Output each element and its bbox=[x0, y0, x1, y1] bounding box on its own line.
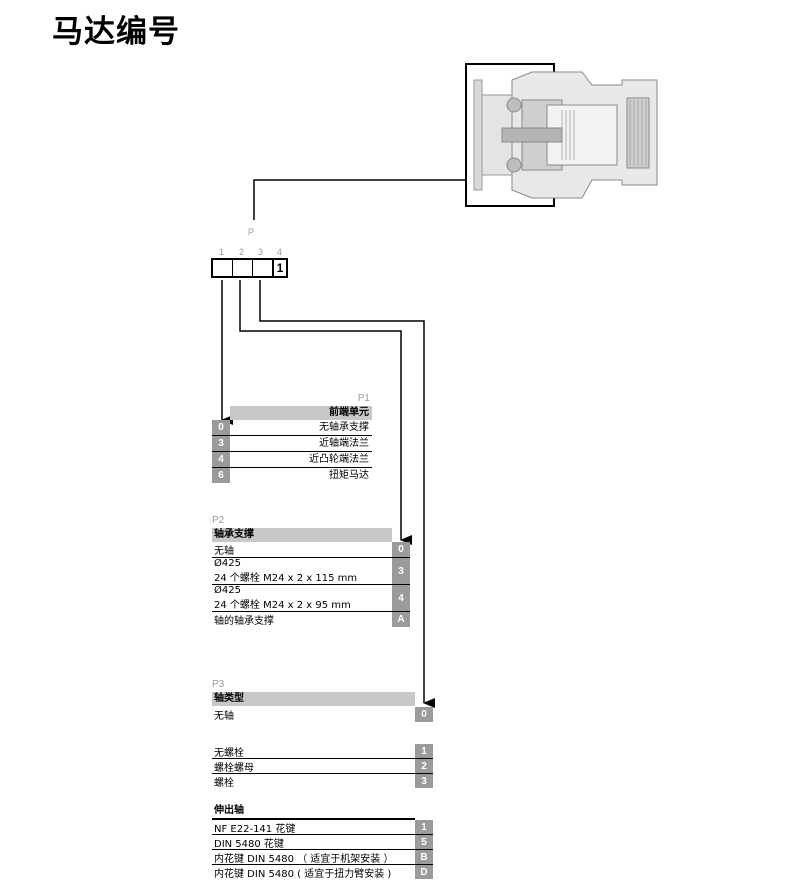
option-line: 24 个螺栓 M24 x 2 x 95 mm bbox=[214, 600, 351, 611]
position-label-3: 3 bbox=[258, 247, 264, 257]
option-code: 3 bbox=[415, 774, 433, 788]
option-line: Ø425 bbox=[214, 558, 241, 569]
table-row: 6 扭矩马达 bbox=[212, 468, 372, 483]
option-line: 24 个螺栓 M24 x 2 x 115 mm bbox=[214, 573, 358, 584]
option-text: 扭矩马达 bbox=[329, 470, 369, 481]
position-label-1: 1 bbox=[219, 247, 225, 257]
option-text: 近凸轮端法兰 bbox=[309, 454, 369, 465]
p1-label: P1 bbox=[357, 393, 370, 404]
option-code: 4 bbox=[392, 585, 410, 611]
option-text: 无轴承支撑 bbox=[319, 422, 369, 433]
code-box-4: 1 bbox=[276, 261, 284, 275]
table-row: Ø425 24 个螺栓 M24 x 2 x 115 mm 3 bbox=[212, 558, 410, 585]
option-line: Ø425 bbox=[214, 585, 241, 596]
option-text: 内花键 DIN 5480 ( 适宜于扭力臂安装 ) bbox=[214, 868, 392, 880]
option-code: 4 bbox=[212, 452, 230, 467]
option-code: 2 bbox=[415, 759, 433, 773]
option-code: 5 bbox=[415, 835, 433, 849]
code-box-3 bbox=[253, 260, 274, 276]
table-row: 轴的轴承支撑 A bbox=[212, 612, 410, 627]
code-key: 1 bbox=[211, 258, 288, 278]
p3-label: P3 bbox=[212, 679, 225, 690]
shaft-section-title: 伸出轴 bbox=[212, 804, 415, 820]
option-text: 内花键 DIN 5480 （ 适宜于机架安装 ） bbox=[214, 853, 394, 865]
option-text: Ø425 24 个螺栓 M24 x 2 x 95 mm bbox=[212, 585, 392, 611]
table-row: 内花键 DIN 5480 ( 适宜于扭力臂安装 ) D bbox=[212, 865, 433, 880]
p3-table: P3 轴类型 无轴 0 无螺栓 1 螺栓螺母 2 螺栓 3 伸出轴 NF E22… bbox=[212, 678, 433, 880]
option-code: B bbox=[415, 850, 433, 864]
table-row: 4 近凸轮端法兰 bbox=[212, 452, 372, 468]
option-line: 轴的轴承支撑 bbox=[214, 616, 274, 627]
option-text: NF E22-141 花键 bbox=[214, 823, 296, 835]
option-line: 无轴 bbox=[214, 546, 234, 557]
option-code: 3 bbox=[212, 436, 230, 451]
p1-header: 前端单元 bbox=[230, 406, 372, 420]
option-code: D bbox=[415, 865, 433, 879]
motor-cutaway-illustration bbox=[465, 63, 658, 207]
option-text: 近轴端法兰 bbox=[319, 438, 369, 449]
table-row: 螺栓螺母 2 bbox=[212, 759, 433, 774]
option-text: DIN 5480 花键 bbox=[214, 838, 284, 850]
option-code: 1 bbox=[415, 744, 433, 758]
table-row: Ø425 24 个螺栓 M24 x 2 x 95 mm 4 bbox=[212, 585, 410, 612]
table-row: 无螺栓 1 bbox=[212, 744, 433, 759]
option-code: 0 bbox=[415, 707, 433, 722]
p2-header: 轴承支撑 bbox=[212, 528, 392, 542]
option-text: 螺栓 bbox=[214, 777, 234, 789]
p2-label: P2 bbox=[212, 515, 225, 526]
p3-header: 轴类型 bbox=[212, 692, 415, 706]
position-label-4: 4 bbox=[277, 247, 283, 257]
table-row: 3 近轴端法兰 bbox=[212, 436, 372, 452]
option-code: 3 bbox=[392, 558, 410, 584]
option-text: 轴的轴承支撑 bbox=[212, 612, 392, 627]
position-label-2: 2 bbox=[239, 247, 245, 257]
code-group-label: P bbox=[248, 227, 255, 237]
option-text: 无轴 bbox=[212, 542, 392, 557]
option-text: Ø425 24 个螺栓 M24 x 2 x 115 mm bbox=[212, 558, 392, 584]
table-row: 螺栓 3 bbox=[212, 774, 433, 789]
option-code: 0 bbox=[212, 420, 230, 435]
table-row: NF E22-141 花键 1 bbox=[212, 820, 433, 835]
table-row: 0 无轴承支撑 bbox=[212, 420, 372, 436]
page-title: 马达编号 bbox=[52, 14, 180, 50]
option-code: A bbox=[392, 612, 410, 627]
option-text: 无轴 bbox=[214, 711, 234, 722]
table-row: 无轴 0 bbox=[212, 542, 410, 558]
table-row: 无轴 0 bbox=[212, 707, 433, 722]
option-code: 1 bbox=[415, 820, 433, 834]
option-code: 0 bbox=[392, 542, 410, 557]
option-text: 螺栓螺母 bbox=[214, 762, 254, 774]
p1-table: P1 前端单元 0 无轴承支撑 3 近轴端法兰 4 近凸轮端法兰 6 扭矩马达 bbox=[212, 392, 372, 483]
table-row: DIN 5480 花键 5 bbox=[212, 835, 433, 850]
code-box-2 bbox=[233, 260, 253, 276]
option-text: 无螺栓 bbox=[214, 747, 244, 759]
table-row: 内花键 DIN 5480 （ 适宜于机架安装 ） B bbox=[212, 850, 433, 865]
option-code: 6 bbox=[212, 468, 230, 483]
code-box-1 bbox=[213, 260, 233, 276]
